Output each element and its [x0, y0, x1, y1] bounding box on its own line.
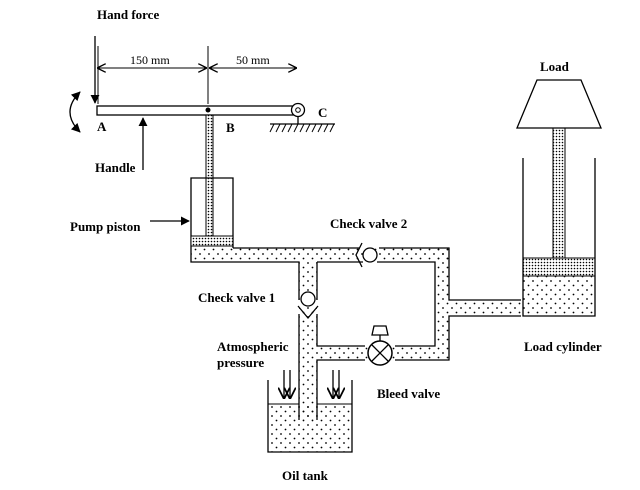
lever [96, 105, 296, 116]
load-cylinder [522, 158, 596, 317]
load-piston [522, 257, 596, 277]
pump-piston [190, 235, 234, 247]
load-cylinder-label: Load cylinder [524, 339, 602, 354]
oil-tank [267, 380, 353, 453]
oil-lines [191, 248, 521, 420]
handle-label: Handle [95, 160, 136, 175]
rocking-motion-arrow [69, 91, 81, 133]
dimension-lines [98, 46, 296, 104]
dimension-bc: 50 mm [236, 53, 270, 67]
pipe-outlines [190, 247, 521, 420]
bleed-valve [367, 325, 393, 366]
oil-tank-label: Oil tank [282, 468, 329, 483]
pump-cylinder [190, 177, 234, 248]
load-ram [552, 127, 566, 259]
check-valve-1-label: Check valve 1 [198, 290, 275, 305]
fulcrum-c [269, 102, 335, 133]
check-valve-2-label: Check valve 2 [330, 216, 407, 231]
bleed-valve-label: Bleed valve [377, 386, 440, 401]
point-c-label: C [318, 105, 327, 120]
load-label: Load [540, 59, 570, 74]
pivot-b [205, 107, 211, 113]
atmospheric-label-line2: pressure [217, 355, 264, 370]
point-b-label: B [226, 120, 235, 135]
atmospheric-arrows [284, 370, 339, 398]
point-a-label: A [97, 119, 107, 134]
load-block [516, 79, 602, 129]
dimension-ab: 150 mm [130, 53, 170, 67]
check-valve-2 [355, 242, 378, 268]
hand-force-label: Hand force [97, 7, 159, 22]
pump-piston-label: Pump piston [70, 219, 141, 234]
pump-rod [205, 114, 214, 238]
check-valve-1 [297, 291, 319, 320]
atmospheric-label-line1: Atmospheric [217, 339, 289, 354]
